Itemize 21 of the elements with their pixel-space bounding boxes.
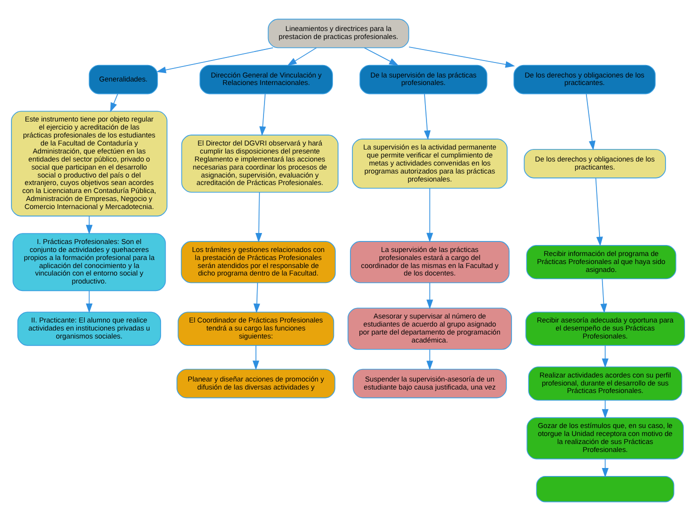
arrow bbox=[586, 93, 596, 150]
arrow bbox=[602, 344, 609, 368]
arrow bbox=[259, 93, 266, 136]
arrow bbox=[408, 46, 515, 68]
arrow bbox=[595, 177, 603, 246]
arrow bbox=[426, 282, 434, 309]
arrow bbox=[252, 344, 260, 370]
arrow bbox=[426, 348, 434, 370]
arrow bbox=[287, 46, 317, 66]
arrow bbox=[364, 46, 399, 66]
arrow bbox=[253, 282, 260, 313]
arrow bbox=[600, 278, 608, 313]
node-box bbox=[536, 476, 674, 502]
arrow bbox=[255, 192, 262, 242]
arrow bbox=[156, 46, 274, 73]
arrow bbox=[602, 399, 609, 418]
arrow bbox=[602, 458, 609, 478]
arrow bbox=[86, 290, 93, 313]
arrow bbox=[424, 93, 431, 140]
arrow bbox=[426, 188, 434, 242]
arrow bbox=[110, 93, 118, 112]
